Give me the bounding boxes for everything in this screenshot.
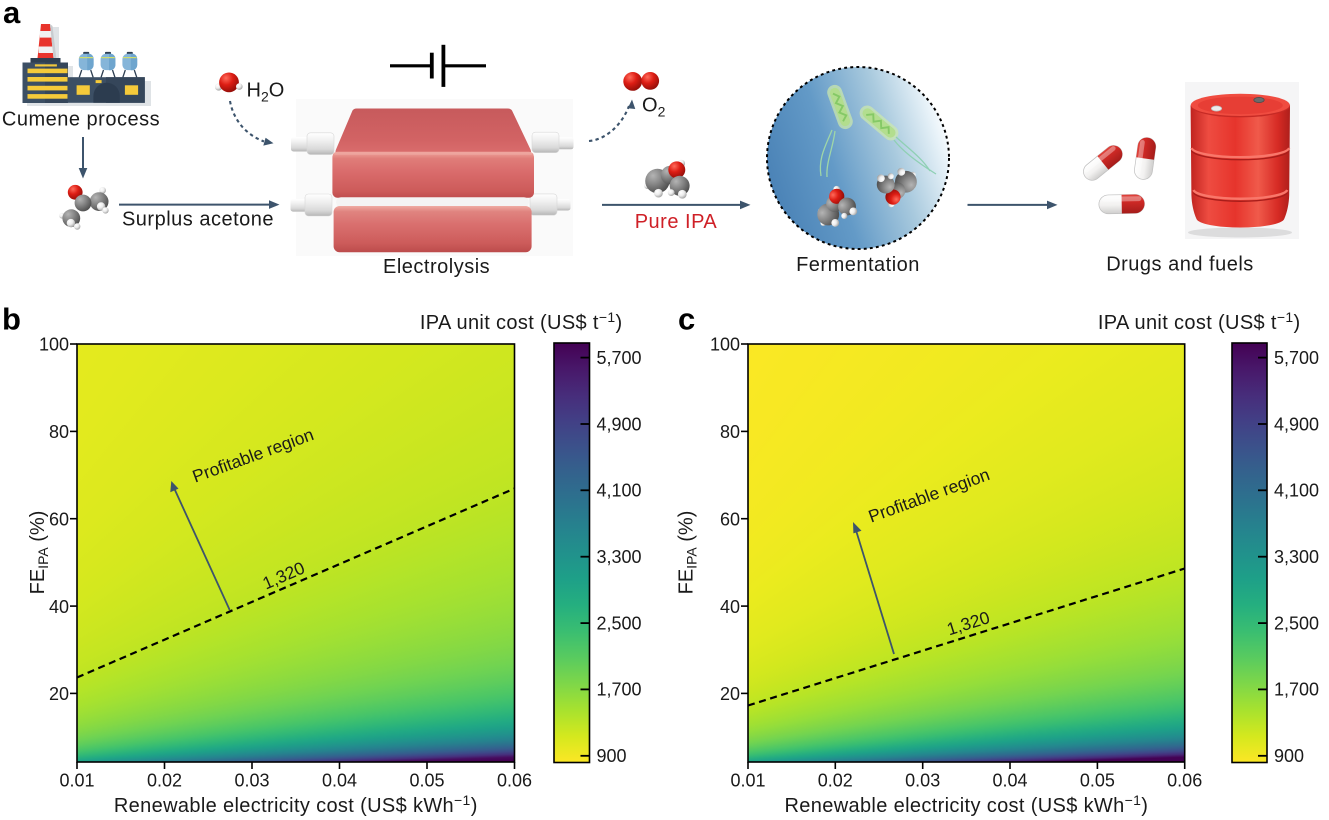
- svg-text:0.06: 0.06: [497, 771, 532, 791]
- svg-text:5,700: 5,700: [1274, 348, 1319, 368]
- svg-text:0.04: 0.04: [322, 771, 357, 791]
- svg-text:Profitable region: Profitable region: [866, 464, 993, 526]
- svg-text:100: 100: [39, 335, 69, 355]
- svg-text:20: 20: [49, 684, 69, 704]
- svg-text:40: 40: [720, 597, 740, 617]
- svg-text:IPA unit cost (US$ t−1): IPA unit cost (US$ t−1): [1098, 309, 1301, 334]
- svg-text:40: 40: [49, 597, 69, 617]
- svg-text:80: 80: [49, 422, 69, 442]
- svg-text:Surplus acetone: Surplus acetone: [122, 209, 274, 231]
- svg-text:FEIPA (%): FEIPA (%): [675, 511, 699, 595]
- svg-text:4,100: 4,100: [1274, 481, 1319, 501]
- svg-text:Renewable electricity cost (US: Renewable electricity cost (US$ kWh−1): [784, 792, 1148, 817]
- svg-text:0.04: 0.04: [992, 771, 1027, 791]
- svg-text:0.02: 0.02: [147, 771, 182, 791]
- svg-text:3,300: 3,300: [1274, 547, 1319, 567]
- svg-text:4,900: 4,900: [1274, 414, 1319, 434]
- svg-text:0.01: 0.01: [59, 771, 94, 791]
- svg-text:FEIPA (%): FEIPA (%): [27, 511, 51, 595]
- svg-text:0.01: 0.01: [730, 771, 765, 791]
- svg-text:a: a: [3, 0, 21, 30]
- svg-text:100: 100: [710, 335, 740, 355]
- svg-text:O2: O2: [642, 95, 666, 120]
- svg-text:b: b: [2, 302, 21, 337]
- svg-text:900: 900: [1274, 746, 1304, 766]
- svg-text:0.05: 0.05: [1080, 771, 1115, 791]
- svg-text:5,700: 5,700: [597, 348, 642, 368]
- svg-text:0.06: 0.06: [1167, 771, 1202, 791]
- svg-text:1,700: 1,700: [1274, 680, 1319, 700]
- svg-text:0.03: 0.03: [905, 771, 940, 791]
- svg-text:80: 80: [720, 422, 740, 442]
- svg-text:Fermentation: Fermentation: [796, 254, 920, 276]
- svg-text:2,500: 2,500: [597, 613, 642, 633]
- svg-text:c: c: [678, 302, 695, 337]
- svg-text:Renewable electricity cost (US: Renewable electricity cost (US$ kWh−1): [114, 792, 478, 817]
- svg-text:0.03: 0.03: [234, 771, 269, 791]
- svg-text:Pure IPA: Pure IPA: [635, 211, 718, 233]
- svg-text:0.02: 0.02: [818, 771, 853, 791]
- svg-text:3,300: 3,300: [597, 547, 642, 567]
- svg-text:0.05: 0.05: [409, 771, 444, 791]
- svg-text:20: 20: [720, 684, 740, 704]
- svg-text:2,500: 2,500: [1274, 613, 1319, 633]
- svg-text:Profitable region: Profitable region: [190, 424, 317, 486]
- svg-text:60: 60: [720, 509, 740, 529]
- svg-text:900: 900: [597, 746, 627, 766]
- svg-text:IPA unit cost (US$ t−1): IPA unit cost (US$ t−1): [420, 309, 623, 334]
- svg-text:Drugs and fuels: Drugs and fuels: [1106, 254, 1254, 276]
- svg-text:1,700: 1,700: [597, 680, 642, 700]
- svg-text:Electrolysis: Electrolysis: [383, 256, 490, 278]
- svg-text:Cumene process: Cumene process: [2, 109, 160, 131]
- svg-text:4,100: 4,100: [597, 481, 642, 501]
- svg-text:H2O: H2O: [247, 80, 285, 105]
- svg-text:60: 60: [49, 509, 69, 529]
- svg-text:1,320: 1,320: [944, 607, 992, 639]
- svg-text:4,900: 4,900: [597, 414, 642, 434]
